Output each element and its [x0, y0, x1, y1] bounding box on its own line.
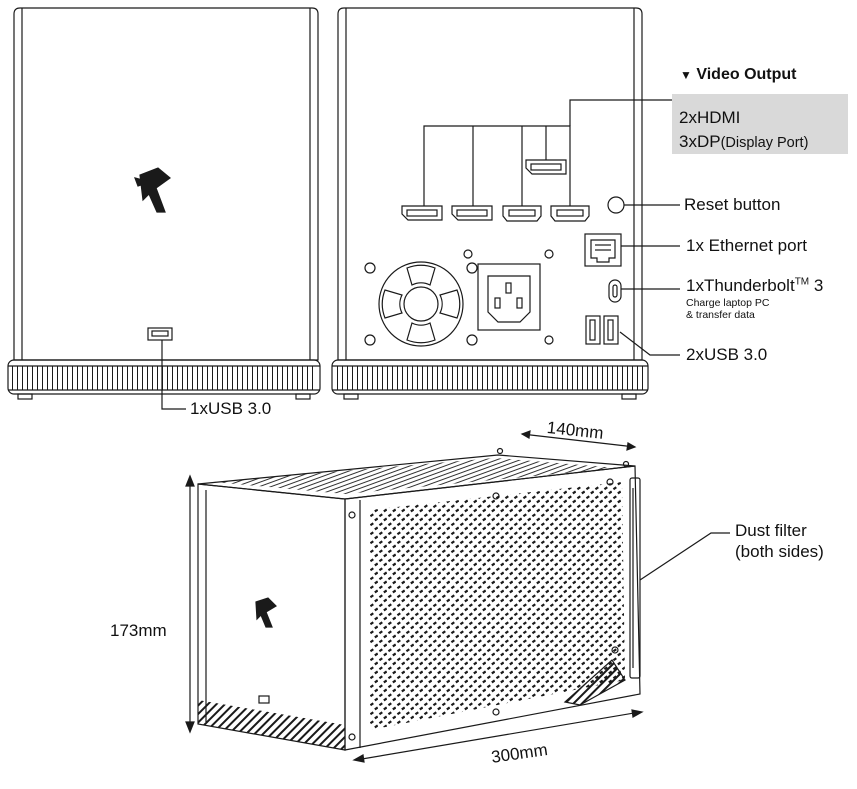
hdmi-port-1	[502, 205, 542, 222]
hdmi-count-label: 2xHDMI	[679, 108, 741, 127]
front-usb-label: 1xUSB 3.0	[190, 399, 272, 418]
dim-173	[185, 474, 195, 734]
aorus-logo-icon	[134, 167, 171, 213]
video-port-bracket	[423, 99, 672, 206]
video-output-box	[672, 94, 848, 154]
thunderbolt-note-2: & transfer data	[686, 309, 755, 321]
power-socket	[477, 263, 541, 331]
dp-port-2	[451, 205, 493, 221]
rear-usb-ports	[585, 315, 619, 345]
fan-icon	[378, 261, 464, 347]
dp-count-label: 3xDP(Display Port)	[679, 132, 809, 151]
reset-button-icon	[607, 196, 625, 214]
dust-filter-label-1: Dust filter	[735, 521, 807, 540]
isometric-view	[185, 430, 730, 763]
dp-port-3	[525, 159, 567, 175]
thunderbolt-label: 1xThunderboltTM 3	[686, 276, 824, 295]
dim-140	[520, 430, 637, 451]
dust-filter-label-2: (both sides)	[735, 542, 824, 561]
front-view	[7, 7, 321, 410]
rear-view	[331, 7, 680, 400]
height-dimension-label: 173mm	[110, 621, 167, 640]
front-usb-small	[258, 695, 270, 704]
triangle-down-icon: ▼	[680, 68, 692, 82]
thunderbolt-note-1: Charge laptop PC	[686, 297, 770, 309]
reset-button-label: Reset button	[684, 195, 781, 214]
front-usb-leader	[161, 340, 186, 410]
ethernet-label: 1x Ethernet port	[686, 236, 807, 255]
aorus-logo-small-icon	[255, 597, 277, 628]
dp-port-1	[401, 205, 443, 221]
rear-usb-label: 2xUSB 3.0	[686, 345, 768, 364]
dim-300	[352, 709, 644, 763]
video-output-heading: ▼ Video Output	[680, 66, 797, 83]
ethernet-port	[584, 233, 622, 267]
hdmi-port-2	[550, 205, 590, 222]
thunderbolt-port	[608, 279, 622, 303]
front-usb-port	[147, 327, 173, 341]
